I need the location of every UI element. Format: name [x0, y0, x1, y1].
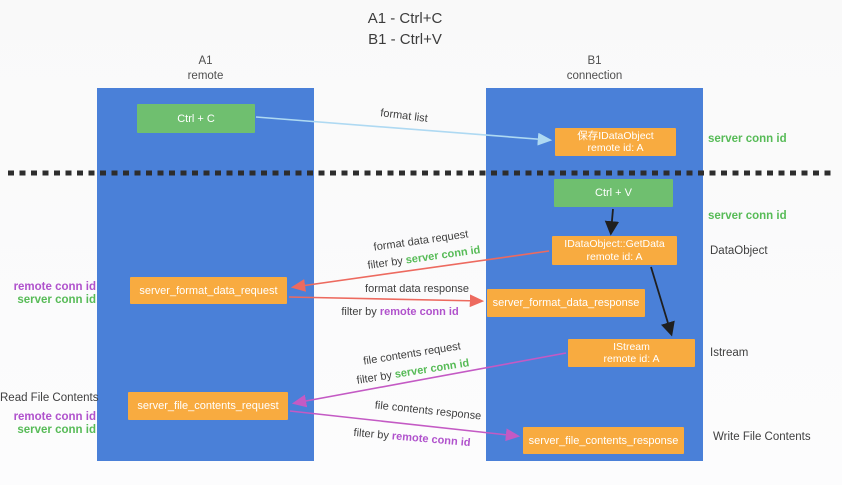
- read-file-contents-annotation: Read File Contents: [0, 392, 99, 404]
- ctrl-v-label: Ctrl + V: [595, 187, 632, 199]
- getdata-line1: IDataObject::GetData: [564, 238, 665, 250]
- lane-header-remote: A1 remote: [97, 54, 314, 84]
- server-file-contents-response-box: server_file_contents_response: [523, 427, 684, 454]
- istream-annotation: Istream: [710, 347, 749, 359]
- format-server-conn-id-annotation: server conn id: [17, 294, 96, 306]
- filter-prefix: filter by: [353, 426, 393, 443]
- dataobject-annotation: DataObject: [710, 245, 768, 257]
- istream-box: IStream remote id: A: [568, 339, 695, 367]
- format-data-response-arrow: [288, 294, 485, 308]
- write-file-contents-annotation: Write File Contents: [713, 431, 811, 443]
- lane-left-title: A1: [198, 55, 213, 67]
- save-server-conn-id-annotation: server conn id: [708, 133, 787, 145]
- ctrl-v-box: Ctrl + V: [554, 179, 673, 207]
- filter-prefix: filter by: [341, 306, 380, 318]
- file-remote-conn-id-annotation: remote conn id: [13, 411, 96, 423]
- file-contents-response-edge-label: file contents response: [374, 399, 482, 423]
- title-line-2: B1 - Ctrl+V: [368, 31, 442, 48]
- getdata-line2: remote id: A: [586, 250, 643, 263]
- server-format-data-response-box: server_format_data_response: [487, 289, 645, 317]
- getdata-box: IDataObject::GetData remote id: A: [552, 236, 677, 265]
- istream-line1: IStream: [613, 340, 650, 353]
- server-file-contents-request-label: server_file_contents_request: [137, 400, 279, 412]
- lane-header-connection: B1 connection: [486, 54, 703, 84]
- filter-prefix: filter by: [366, 254, 407, 272]
- ctrl-c-label: Ctrl + C: [177, 112, 215, 125]
- lane-left-subtitle: remote: [187, 70, 224, 82]
- filter-prefix: filter by: [355, 368, 396, 387]
- file-server-conn-id-annotation: server conn id: [17, 424, 96, 436]
- diagram-title: A1 - Ctrl+C B1 - Ctrl+V: [0, 8, 810, 50]
- lane-right-title: B1: [587, 55, 602, 67]
- remote-conn-id-key: remote conn id: [379, 306, 459, 318]
- server-format-data-request-label: server_format_data_request: [139, 284, 278, 297]
- filter-by-remote-conn-id-label-2: filter by remote conn id: [353, 427, 471, 449]
- format-remote-conn-id-annotation: remote conn id: [13, 281, 96, 293]
- server-file-contents-request-box: server_file_contents_request: [128, 392, 288, 420]
- save-idataobject-box: 保存IDataObject remote id: A: [555, 128, 676, 156]
- server-format-data-response-label: server_format_data_response: [492, 297, 640, 309]
- paste-server-conn-id-annotation: server conn id: [708, 210, 787, 222]
- title-line-1: A1 - Ctrl+C: [367, 10, 443, 27]
- format-data-response-edge-label: format data response: [365, 283, 469, 295]
- save-idataobject-line1: 保存IDataObject: [577, 129, 654, 142]
- istream-line2: remote id: A: [603, 353, 660, 365]
- lane-right-subtitle: connection: [566, 70, 623, 82]
- server-format-data-request-box: server_format_data_request: [130, 277, 287, 304]
- ctrl-c-box: Ctrl + C: [137, 104, 255, 133]
- remote-conn-id-key: remote conn id: [391, 430, 471, 450]
- format-list-edge-label: format list: [379, 107, 429, 125]
- filter-by-remote-conn-id-label-1: filter by remote conn id: [341, 306, 458, 318]
- server-file-contents-response-label: server_file_contents_response: [528, 434, 679, 447]
- save-idataobject-line2: remote id: A: [587, 142, 644, 154]
